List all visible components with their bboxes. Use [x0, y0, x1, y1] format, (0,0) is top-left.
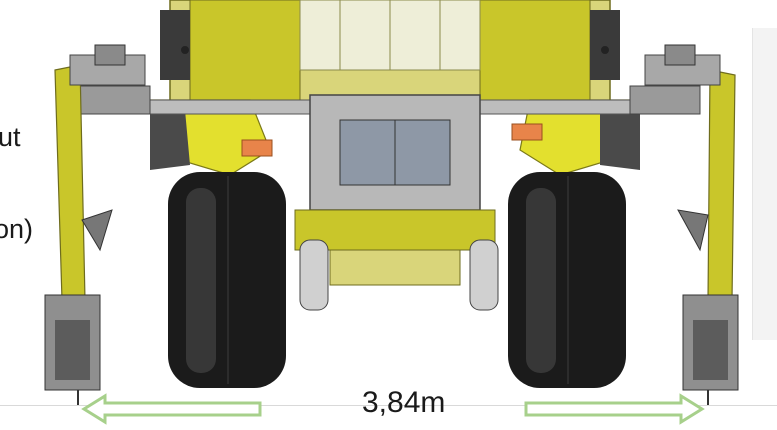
adjacent-panel-edge — [752, 28, 777, 340]
cab — [160, 0, 620, 106]
left-text-line-2: on) — [0, 214, 34, 244]
central-chassis — [294, 94, 499, 311]
left-text-line-1: ut — [0, 122, 21, 152]
width-dimension-label: 3,84m — [362, 386, 446, 419]
left-cutting-arm — [44, 44, 146, 405]
right-cutting-arm — [644, 44, 739, 405]
left-tire — [168, 172, 286, 388]
ground-line — [0, 405, 777, 406]
left-fender — [149, 99, 273, 176]
right-arrow — [524, 393, 705, 425]
right-tire — [508, 172, 626, 388]
left-arrow — [81, 393, 262, 425]
